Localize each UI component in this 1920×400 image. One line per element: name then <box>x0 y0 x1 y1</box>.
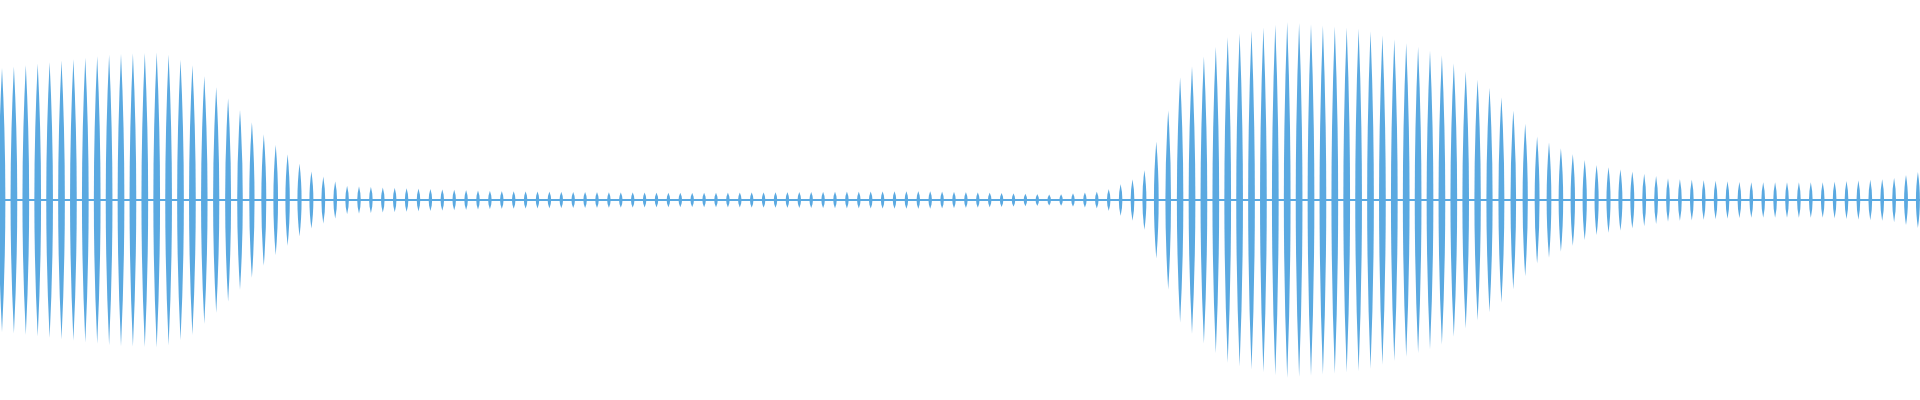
waveform-peaks <box>0 22 1920 378</box>
waveform-center-line <box>0 199 1920 201</box>
